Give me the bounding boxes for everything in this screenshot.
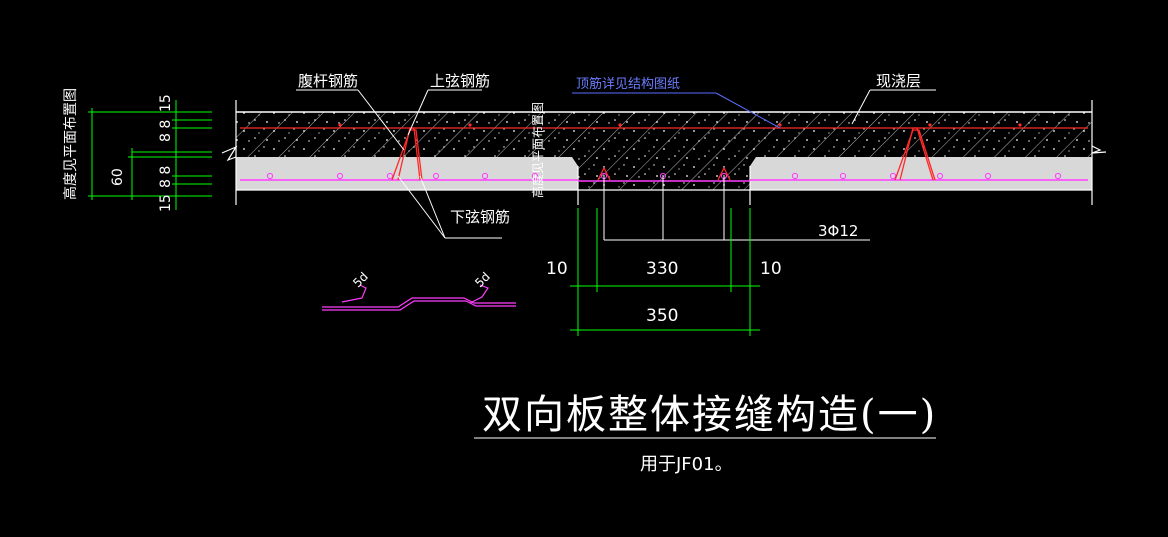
rebar-dot: [791, 172, 799, 180]
rebar-dot: [481, 172, 489, 180]
dim-bottom-15: 15: [158, 194, 174, 212]
dim-total: 350: [646, 306, 678, 326]
precast-panel-right: [750, 157, 1092, 190]
dim-gap-left: 10: [546, 259, 568, 279]
drawing-title: 双向板整体接缝构造(一): [482, 392, 937, 438]
truss-rebar: [391, 127, 936, 181]
rebar-dot: [984, 172, 992, 180]
joint-rebar-leaders: [603, 175, 870, 241]
top-chord-label: 上弦钢筋: [430, 72, 490, 90]
bottom-dimensions: [570, 208, 760, 336]
top-rebar-dot: [618, 123, 622, 127]
dim-88-lower: 8 8: [158, 166, 174, 188]
dim-88-upper: 8 8: [158, 120, 174, 142]
rebar-dot: [386, 172, 394, 180]
label-leaders: [296, 89, 936, 239]
top-rebar-leader: [572, 92, 781, 129]
rebar-dot: [266, 172, 274, 180]
hook-label-left: 5d: [350, 269, 371, 290]
top-rebar-dot: [468, 123, 472, 127]
web-rebar-label: 腹杆钢筋: [298, 72, 358, 90]
rebar-dot: [839, 172, 847, 180]
rebar-dot: [1054, 172, 1062, 180]
top-rebar-dot: [778, 123, 782, 127]
top-rebar-dot: [338, 123, 342, 127]
rebar-spec-label: 3Φ12: [818, 222, 858, 240]
left-dimensions: [88, 100, 212, 210]
bottom-chord-label: 下弦钢筋: [450, 208, 510, 226]
dim-top-15: 15: [158, 94, 174, 112]
top-rebar-dot: [928, 123, 932, 127]
rebar-dot: [432, 172, 440, 180]
rebar-dot: [889, 172, 897, 180]
rebar-dot: [936, 172, 944, 180]
slab-outline: [221, 100, 1107, 205]
cast-layer-label: 现浇层: [876, 72, 921, 90]
top-rebar-note: 顶筋详见结构图纸: [576, 76, 680, 92]
hook-label-right: 5d: [472, 269, 493, 290]
dim-gap-right: 10: [760, 259, 782, 279]
bottom-rebar-lines: [240, 179, 1088, 182]
dim-gap-mid: 330: [646, 259, 678, 279]
rebar-dot: [336, 172, 344, 180]
top-rebar-dot: [1018, 123, 1022, 127]
dim-60: 60: [110, 168, 126, 186]
hook-detail: [322, 284, 516, 311]
precast-panel-left: [236, 157, 578, 190]
rebar-dot: [531, 172, 539, 180]
joint-vertical-note: 高度见平面布置图: [530, 102, 545, 198]
rebar-dots: [266, 123, 1062, 180]
left-side-note: 高度见平面布置图: [62, 88, 79, 200]
drawing-subtitle: 用于JF01。: [640, 454, 733, 475]
